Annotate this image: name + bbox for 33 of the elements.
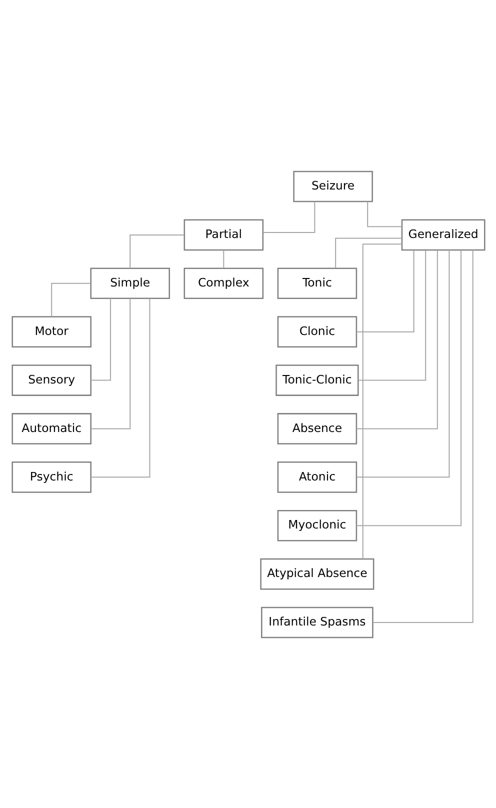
connector	[356, 249, 438, 429]
connector	[334, 237, 402, 268]
node-box: Atonic	[276, 461, 357, 492]
connector	[356, 249, 462, 526]
node-box: Complex	[183, 267, 264, 299]
node-box: Generalized	[400, 218, 485, 250]
connector	[362, 243, 402, 559]
node-box: Atypical Absence	[260, 558, 374, 590]
connector	[90, 298, 130, 429]
node-box: Motor	[11, 316, 91, 347]
connector	[90, 298, 150, 478]
connector	[50, 282, 91, 317]
node-box: Automatic	[11, 412, 91, 444]
node-box: Myoclonic	[276, 509, 357, 541]
connector	[366, 200, 402, 227]
node-box: Tonic-Clonic	[275, 364, 358, 396]
connector	[129, 234, 184, 268]
connector	[90, 298, 110, 380]
connector	[356, 249, 450, 478]
node-box: Seizure	[292, 170, 372, 202]
node-box: Partial	[183, 218, 264, 250]
connector	[355, 249, 414, 332]
connector	[357, 249, 426, 380]
node-box: Psychic	[11, 461, 91, 492]
node-box: Simple	[90, 267, 170, 299]
node-box: Clonic	[276, 316, 357, 347]
connector	[222, 249, 224, 268]
connector	[372, 249, 473, 622]
node-box: Sensory	[11, 364, 91, 396]
node-box: Absence	[276, 412, 357, 444]
node-box: Infantile Spasms	[260, 606, 373, 638]
node-box: Tonic	[276, 267, 357, 299]
connector	[262, 200, 315, 232]
